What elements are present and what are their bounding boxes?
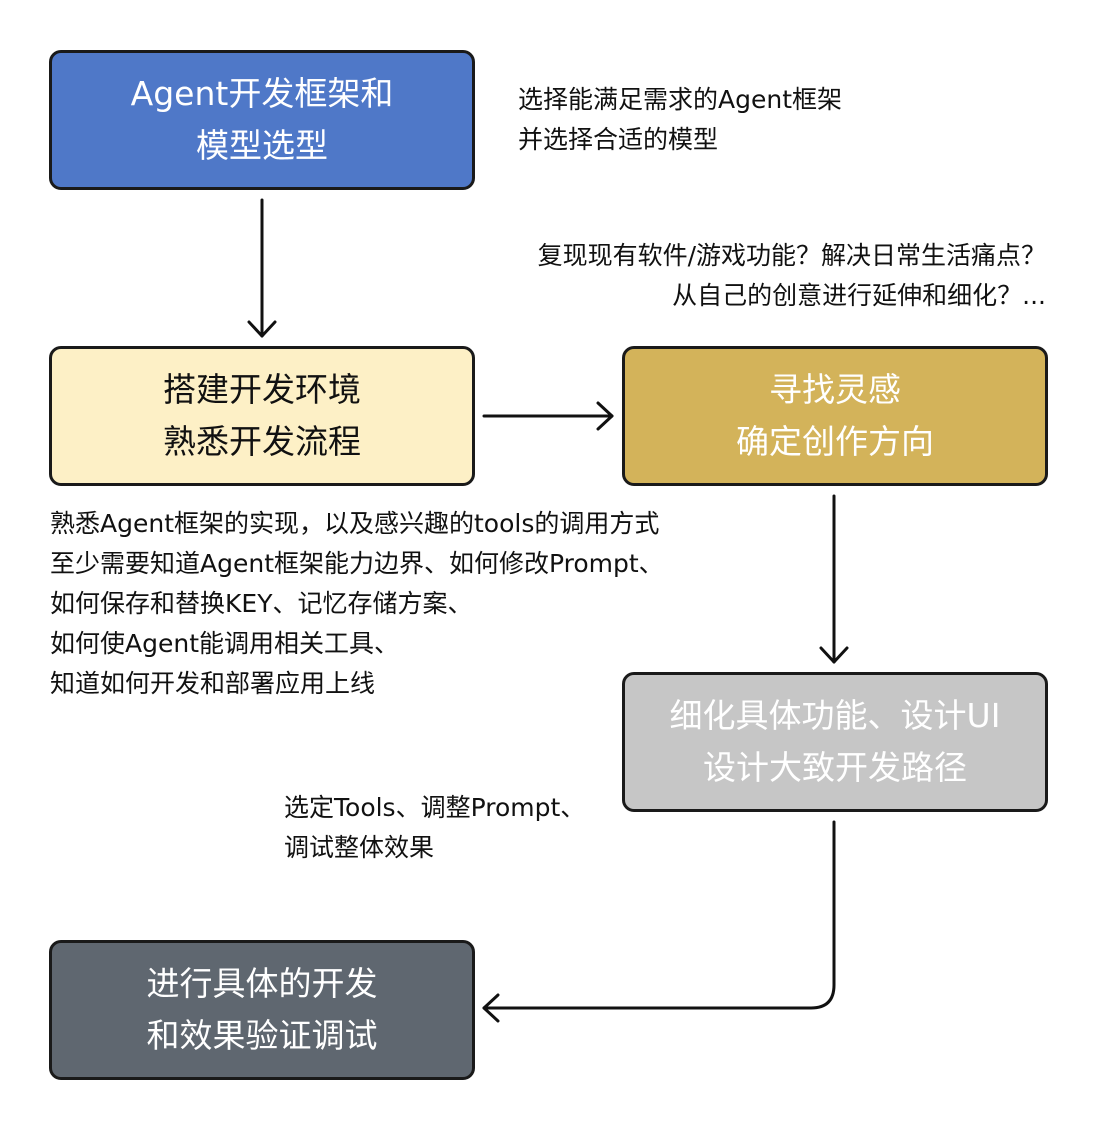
arrowhead-right-icon — [596, 401, 614, 431]
note-line: 复现现有软件/游戏功能？解决日常生活痛点？ — [537, 241, 1046, 270]
note-line: 调试整体效果 — [284, 833, 435, 862]
note-line: 至少需要知道Agent框架能力边界、如何修改Prompt、 — [50, 549, 664, 578]
note-line: 如何使Agent能调用相关工具、 — [50, 629, 400, 658]
arrowhead-left-icon — [482, 993, 500, 1023]
note-line: 选择能满足需求的Agent框架 — [518, 85, 842, 114]
step-box-line: 进行具体的开发 — [146, 964, 378, 1003]
step-box-refine-features: 细化具体功能、设计UI 设计大致开发路径 — [622, 672, 1048, 812]
step-box-line: 寻找灵感 — [769, 370, 901, 409]
note-line: 知道如何开发和部署应用上线 — [50, 669, 376, 698]
step-box-line: 模型选型 — [196, 126, 328, 165]
note-line: 并选择合适的模型 — [518, 125, 719, 154]
note-dev-environment: 熟悉Agent框架的实现，以及感兴趣的tools的调用方式 至少需要知道Agen… — [50, 504, 664, 704]
step-box-framework-selection: Agent开发框架和 模型选型 — [49, 50, 475, 190]
step-box-line: 熟悉开发流程 — [163, 422, 361, 461]
step-box-line: 和效果验证调试 — [146, 1016, 378, 1055]
arrow-refine-to-develop — [482, 820, 836, 1010]
arrowhead-down-icon — [819, 646, 849, 664]
note-line: 从自己的创意进行延伸和细化？... — [672, 281, 1046, 310]
step-box-find-inspiration: 寻找灵感 确定创作方向 — [622, 346, 1048, 486]
note-inspiration: 复现现有软件/游戏功能？解决日常生活痛点？ 从自己的创意进行延伸和细化？... — [538, 236, 1046, 316]
note-line: 熟悉Agent框架的实现，以及感兴趣的tools的调用方式 — [50, 509, 660, 538]
note-line: 如何保存和替换KEY、记忆存储方案、 — [50, 589, 473, 618]
step-box-line: 确定创作方向 — [736, 422, 934, 461]
step-box-dev-environment: 搭建开发环境 熟悉开发流程 — [49, 346, 475, 486]
note-framework-selection: 选择能满足需求的Agent框架 并选择合适的模型 — [518, 80, 842, 160]
step-box-line: 设计大致开发路径 — [703, 748, 967, 787]
step-box-line: Agent开发框架和 — [130, 74, 394, 113]
arrowhead-down-icon — [247, 320, 277, 338]
note-line: 选定Tools、调整Prompt、 — [284, 793, 586, 822]
step-box-line: 搭建开发环境 — [163, 370, 361, 409]
note-tools-prompt: 选定Tools、调整Prompt、 调试整体效果 — [284, 788, 585, 868]
step-box-line: 细化具体功能、设计UI — [669, 696, 1001, 735]
step-box-develop-and-verify: 进行具体的开发 和效果验证调试 — [49, 940, 475, 1080]
